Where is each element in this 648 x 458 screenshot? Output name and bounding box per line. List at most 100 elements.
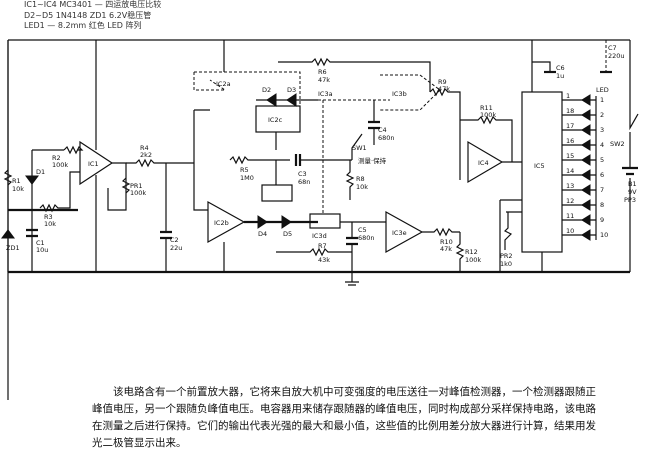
resistor-r7: [276, 247, 352, 257]
value-r9: 47k: [438, 85, 450, 93]
wire: [531, 40, 551, 92]
legend-line: D2~D5 1N4148 ZD1 6.2V稳压管: [24, 10, 152, 20]
led-number-label: 1: [600, 96, 604, 104]
label-r10: R10: [440, 238, 453, 246]
led-diode-icon: [581, 124, 591, 136]
resistor-r4: [126, 158, 194, 168]
label-c6: C6: [556, 64, 565, 72]
led-pin-label: 11: [566, 212, 574, 220]
label-c7: C7: [608, 44, 617, 52]
value-c4: 680n: [378, 134, 395, 142]
capacitor-c2: [160, 230, 172, 240]
label-r7: R7: [318, 242, 327, 250]
value-r8: 10k: [356, 183, 368, 191]
ground-icon: [345, 272, 359, 286]
value-b1: 9V: [628, 188, 637, 196]
pot-pr1: [121, 177, 131, 194]
type-b1: PP3: [624, 196, 636, 204]
value-r2: 100k: [52, 161, 68, 169]
value-c6: 1u: [556, 72, 564, 80]
zener-zd1: [1, 229, 15, 239]
led-pin-label: 16: [566, 137, 574, 145]
led-pin-label: 12: [566, 197, 574, 205]
legend-line: IC1~IC4 MC3401 — 四运放电压比较: [24, 0, 162, 9]
led-number-label: 3: [600, 126, 604, 134]
photodiode-d1: [25, 175, 39, 185]
label-r1: R1: [12, 177, 21, 185]
led: 18 2: [562, 107, 604, 121]
label-zd1: ZD1: [6, 244, 20, 252]
led-diode-icon: [581, 199, 591, 211]
label-r12: R12: [465, 248, 478, 256]
resistor-r3: [39, 171, 80, 213]
switch-block: [261, 184, 293, 202]
switch-sw1[interactable]: [351, 133, 363, 160]
led-number-label: 6: [600, 171, 604, 179]
label-led: LED: [596, 86, 609, 94]
resistor-r11: [460, 115, 513, 162]
value-r10: 47k: [440, 245, 452, 253]
led-pin-label: 13: [566, 182, 574, 190]
value-c5: 680n: [358, 234, 375, 242]
led-number-label: 9: [600, 216, 604, 224]
resistor-r10: [422, 227, 460, 237]
led-pin-label: 18: [566, 107, 574, 115]
label-r6: R6: [318, 68, 327, 76]
label-r2: R2: [52, 154, 61, 162]
label-ic5: IC5: [534, 162, 545, 170]
opamp-ic2a-dashed: [193, 71, 301, 130]
capacitor-c5: [346, 236, 358, 246]
label-ic3b: IC3b: [392, 90, 407, 98]
value-c2: 22u: [170, 244, 182, 252]
value-r6: 47k: [318, 76, 330, 84]
led-number-label: 10: [600, 231, 608, 239]
led-diode-icon: [581, 184, 591, 196]
led-diode-icon: [581, 154, 591, 166]
wire: [31, 149, 64, 272]
value-r5: 1M0: [240, 174, 254, 182]
resistor-r9: [429, 87, 461, 180]
opamp-ic1: [79, 140, 114, 186]
led: 16 4: [562, 137, 604, 151]
label-pr1: PR1: [130, 182, 143, 190]
ic3-control-dashed: [318, 99, 390, 215]
ic-ic5: [521, 91, 563, 253]
value-r3: 10k: [44, 220, 56, 228]
value-r11: 100k: [480, 111, 496, 119]
led-pin-label: 15: [566, 152, 574, 160]
led-pin-label: 14: [566, 167, 574, 175]
led-number-label: 7: [600, 186, 604, 194]
label-ic1: IC1: [88, 160, 99, 168]
value-r12: 100k: [465, 256, 481, 264]
resistor-r6: [278, 57, 431, 92]
label-r5: R5: [240, 166, 249, 174]
value-pr2: 1k0: [500, 260, 512, 268]
resistor-r8: [345, 160, 355, 200]
switch-sw2[interactable]: [629, 40, 639, 272]
led-diode-icon: [581, 214, 591, 226]
label-d4: D4: [258, 230, 267, 238]
capacitor-c3: [294, 154, 302, 166]
opamp-ic2b: [207, 200, 246, 244]
led-diode-icon: [581, 139, 591, 151]
diodes-d4-d5: [257, 215, 292, 229]
label-pr2: PR2: [500, 252, 513, 260]
label-ic3d: IC3d: [312, 232, 327, 240]
opamp-ic3b-dashed: [380, 74, 441, 111]
label-ic2c: IC2c: [268, 116, 283, 124]
value-r7: 43k: [318, 256, 330, 264]
label-d3: D3: [287, 86, 296, 94]
capacitor-c4: [368, 120, 380, 130]
switch-ic3d: [309, 213, 341, 229]
label-c5: C5: [358, 226, 367, 234]
value-c3: 68n: [298, 178, 310, 186]
resistor-r1: [3, 169, 13, 186]
led-number-label: 4: [600, 141, 604, 149]
led: 11 9: [562, 212, 604, 226]
label-r9: R9: [438, 78, 447, 86]
led-number-label: 2: [600, 111, 604, 119]
